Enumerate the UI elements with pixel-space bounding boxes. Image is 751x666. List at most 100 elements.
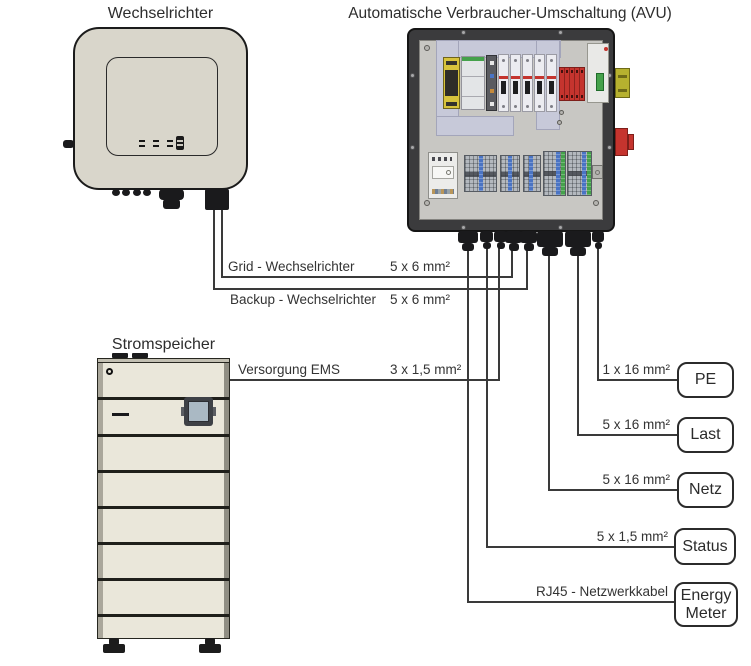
battery-foot (199, 644, 221, 653)
battery-title: Stromspeicher (111, 336, 216, 353)
circuit-breaker (510, 54, 521, 112)
pe-cable-line (597, 246, 678, 381)
last-cable-spec: 5 x 16 mm² (602, 417, 670, 432)
inverter-title: Wechselrichter (107, 5, 214, 22)
battery-foot-stem (109, 638, 119, 645)
ems-cable-spec: 3 x 1,5 mm² (390, 362, 462, 377)
battery-module-divider (98, 434, 229, 437)
cable-gland-tip (542, 247, 558, 256)
inverter-led-indicator (167, 140, 173, 142)
inverter-led-indicator (167, 145, 173, 147)
terminal-block (464, 155, 497, 192)
controller-module (587, 43, 609, 103)
circuit-breaker (498, 54, 509, 112)
tab-hole (595, 170, 600, 175)
connector-slot (618, 89, 627, 92)
inverter-port (133, 189, 141, 196)
endpoint-box-pe: PE (677, 362, 734, 398)
pe-cable-spec: 1 x 16 mm² (602, 362, 670, 377)
battery-display-screen (181, 397, 216, 426)
netz-cable-spec: 5 x 16 mm² (602, 472, 670, 487)
cable-gland-tip (462, 243, 474, 251)
battery-status-icon (176, 136, 184, 150)
screw (558, 30, 563, 35)
surge-protector-block (559, 67, 585, 101)
screen-glass (188, 401, 209, 422)
grid-cable-spec: 5 x 6 mm² (390, 259, 451, 274)
cable-gland (480, 231, 493, 242)
terminal-block (523, 155, 541, 192)
terminal-end-tab (592, 165, 603, 179)
battery-module-divider (98, 506, 229, 509)
backup-cable-label: Backup - Wechselrichter (230, 292, 377, 307)
terminal-block (567, 151, 592, 196)
endpoint-box-energy-meter: Energy Meter (674, 582, 738, 627)
endpoint-box-netz: Netz (677, 472, 734, 508)
relay-seam (462, 96, 484, 97)
relay-label-strip (462, 57, 484, 61)
screw (607, 145, 612, 150)
endpoint-label-pe: PE (694, 371, 717, 389)
cable-gland (537, 231, 563, 247)
terminal-block (543, 151, 566, 196)
cable-gland (565, 231, 591, 247)
energy-cable-line (467, 246, 675, 603)
red-side-connector (615, 128, 628, 156)
battery-module-divider (98, 542, 229, 545)
battery-module-divider (98, 397, 229, 400)
yellow-side-connector (615, 68, 630, 98)
red-side-connector-tab (628, 134, 634, 150)
screw (461, 225, 466, 230)
surge-terminals (561, 70, 583, 73)
status-led (604, 47, 608, 51)
relay-module (461, 56, 485, 110)
panel-screw (424, 200, 430, 206)
connector-slot (618, 75, 627, 78)
grid-cable-label: Grid - Wechselrichter (228, 259, 355, 274)
terminal-cell (490, 102, 494, 106)
inverter-cable-gland (159, 189, 184, 200)
surge-terminals (561, 95, 583, 98)
cable-gland (592, 231, 604, 242)
terminal-cell (490, 89, 494, 93)
ems-cable-label: Versorgung EMS (238, 362, 341, 377)
status-cable-line (486, 246, 675, 548)
cable-gland-tip (524, 243, 534, 251)
circuit-breaker (546, 54, 557, 112)
inverter-front-panel (106, 57, 218, 156)
terminal-row (446, 102, 457, 106)
din-meter-module (428, 152, 458, 199)
netz-cable-line (548, 246, 678, 491)
panel-screw (424, 45, 430, 51)
cable-gland (520, 231, 537, 243)
battery-module-divider (98, 614, 229, 617)
endpoint-box-status: Status (674, 528, 736, 565)
module-display (432, 166, 454, 179)
last-cable-line (577, 246, 678, 436)
endpoint-label-energy-line2: Meter (685, 604, 727, 622)
backup-cable-line (213, 209, 528, 290)
battery-edge-shade (224, 359, 229, 638)
cable-gland-tip (595, 242, 602, 249)
screen-tab (181, 407, 184, 416)
module-terminals (432, 189, 454, 194)
inverter-led-indicator (153, 140, 159, 142)
inverter-antenna (63, 140, 74, 148)
screw (410, 145, 415, 150)
inverter-port (112, 189, 120, 196)
inverter-cable-gland (163, 199, 180, 209)
panel-screw (559, 110, 564, 115)
terminal-cell (490, 61, 494, 65)
battery-foot-stem (205, 638, 215, 645)
screw (558, 225, 563, 230)
cable-gland-tip (497, 242, 505, 249)
terminal-cell (490, 74, 494, 78)
breaker-group (498, 54, 557, 112)
cable-gland-tip (570, 247, 586, 256)
panel-screw (593, 200, 599, 206)
endpoint-label-status: Status (682, 537, 728, 555)
inverter-port (122, 189, 130, 196)
endpoint-box-last: Last (677, 417, 734, 453)
terminal-block (500, 155, 520, 192)
